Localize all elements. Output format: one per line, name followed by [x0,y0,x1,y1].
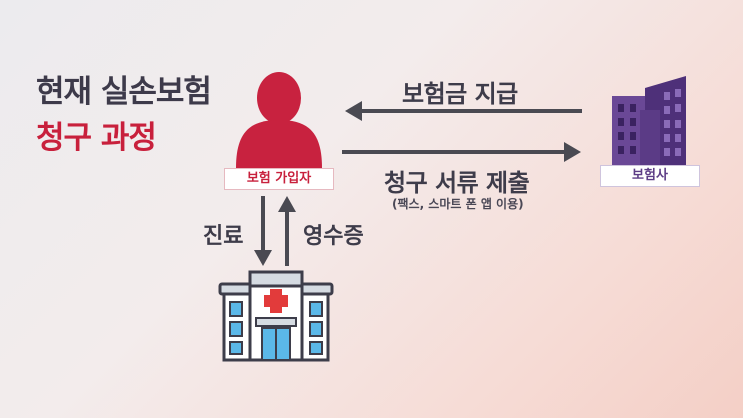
building-icon [612,76,686,166]
treatment-label: 진료 [203,224,244,249]
payment-arrow [345,101,582,121]
person-icon [236,72,322,168]
diagram-title-line1: 현재 실손보험 [36,74,212,110]
claim-arrow [342,142,581,162]
hospital-icon [218,270,334,362]
treatment-arrow [254,196,272,266]
payment-label: 보험금 지급 [402,80,518,108]
member-label: 보험 가입자 [224,168,334,190]
claim-sublabel: (팩스, 스마트 폰 앱 이용) [392,197,524,211]
claim-label: 청구 서류 제출 [384,169,530,197]
receipt-label: 영수증 [303,224,364,249]
diagram-title-line2: 청구 과정 [36,120,157,156]
insurer-label: 보험사 [600,165,700,187]
receipt-arrow [278,196,296,266]
